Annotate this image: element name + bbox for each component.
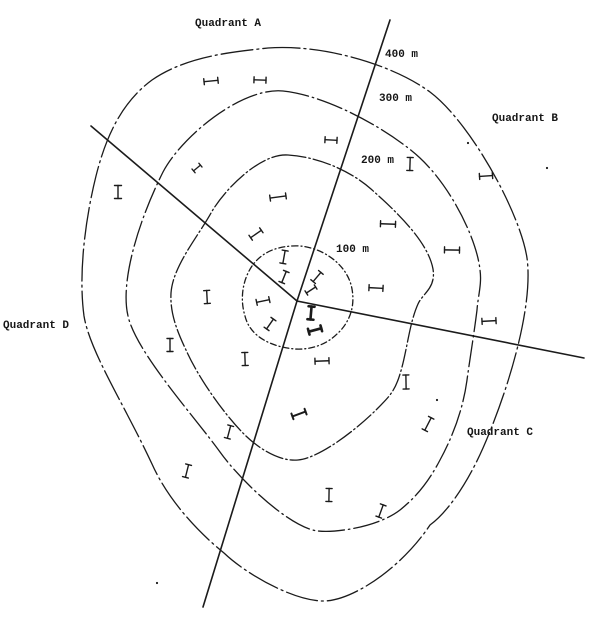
sample-marker-ibeam bbox=[181, 463, 193, 479]
quadrant-a-label: Quadrant A bbox=[195, 18, 262, 30]
sample-marker-ibeam bbox=[255, 296, 271, 306]
divider-line-nw-se bbox=[90, 125, 585, 359]
quadrant-d-label: Quadrant D bbox=[3, 320, 70, 332]
contour-100m-label: 100 m bbox=[336, 244, 370, 256]
sample-marker-ibeam bbox=[191, 162, 203, 174]
sample-marker-ibeam bbox=[306, 324, 324, 336]
contour-ring-200m bbox=[170, 154, 435, 461]
contour-ring-300m bbox=[125, 90, 482, 533]
sample-marker-ibeam bbox=[481, 316, 497, 326]
sample-marker-ibeam bbox=[402, 374, 410, 390]
sample-marker-ibeam bbox=[202, 289, 212, 305]
contour-400m-label: 400 m bbox=[385, 49, 419, 61]
sample-marker-ibeam bbox=[379, 220, 397, 228]
sample-marker-ibeam bbox=[443, 246, 461, 254]
ink-dot bbox=[545, 166, 549, 170]
sample-marker-ibeam bbox=[310, 269, 324, 285]
sample-marker-ibeam bbox=[325, 487, 333, 503]
sample-marker-ibeam bbox=[278, 269, 290, 285]
sample-marker-ibeam bbox=[248, 227, 264, 241]
sample-marker-ibeam bbox=[406, 156, 414, 172]
ink-dot bbox=[155, 581, 159, 585]
quadrant-b-label: Quadrant B bbox=[492, 113, 559, 125]
sample-marker-ibeam bbox=[368, 283, 384, 293]
contour-ring-400m bbox=[81, 46, 529, 602]
sample-marker-ibeam bbox=[166, 337, 174, 353]
sample-marker-ibeam bbox=[324, 135, 338, 145]
sample-marker-ibeam bbox=[268, 192, 288, 202]
sample-marker-ibeam bbox=[279, 249, 289, 265]
contour-ring-100m bbox=[241, 245, 354, 350]
ink-dot bbox=[435, 398, 439, 402]
sample-marker-ibeam bbox=[223, 424, 235, 440]
sample-marker-ibeam bbox=[290, 407, 308, 421]
quadrant-c-label: Quadrant C bbox=[467, 427, 534, 439]
sample-marker-ibeam bbox=[304, 284, 318, 296]
contour-200m-label: 200 m bbox=[361, 155, 395, 167]
contour-300m-label: 300 m bbox=[379, 93, 413, 105]
ink-dot bbox=[466, 141, 470, 145]
sample-marker-ibeam bbox=[241, 351, 249, 367]
sample-marker-ibeam bbox=[314, 357, 330, 365]
sample-marker-ibeam bbox=[306, 304, 316, 322]
sample-marker-ibeam bbox=[253, 76, 267, 84]
sample-marker-ibeam bbox=[203, 76, 219, 86]
sample-marker-ibeam bbox=[263, 316, 277, 332]
sample-marker-ibeam bbox=[375, 503, 387, 519]
sample-marker-ibeam bbox=[478, 171, 494, 181]
sample-marker-ibeam bbox=[113, 184, 123, 200]
sample-marker-ibeam bbox=[421, 415, 435, 433]
